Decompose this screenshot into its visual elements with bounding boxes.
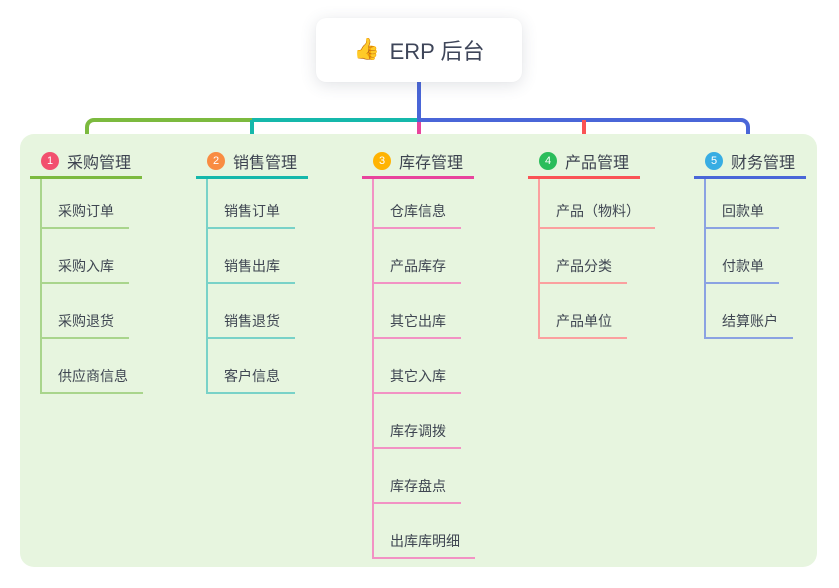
child-node-label: 产品单位 (556, 313, 612, 329)
child-node[interactable]: 产品分类 (538, 229, 627, 284)
branch-number-badge: 5 (705, 151, 723, 170)
child-node-label: 销售退货 (224, 313, 280, 329)
child-node[interactable]: 库存调拨 (372, 394, 461, 449)
branch-header[interactable]: 5 财务管理 (694, 151, 806, 179)
child-node-label: 其它入库 (390, 368, 446, 384)
child-node[interactable]: 采购订单 (40, 179, 129, 229)
child-node-label: 其它出库 (390, 313, 446, 329)
branch-label: 财务管理 (731, 154, 796, 172)
branch-number-badge: 1 (41, 151, 59, 170)
branch-number-badge: 3 (373, 151, 391, 170)
branch-header[interactable]: 2 销售管理 (196, 151, 308, 179)
child-node-label: 销售订单 (224, 203, 280, 219)
branch-header[interactable]: 3 库存管理 (362, 151, 474, 179)
branch-label: 产品管理 (565, 154, 630, 172)
child-node[interactable]: 采购退货 (40, 284, 129, 339)
root-connector (417, 82, 421, 122)
child-node[interactable]: 采购入库 (40, 229, 129, 284)
child-node[interactable]: 回款单 (704, 179, 779, 229)
child-node-label: 仓库信息 (390, 203, 446, 219)
child-node-label: 回款单 (722, 203, 764, 219)
child-node-label: 采购入库 (58, 258, 114, 274)
child-node-label: 采购订单 (58, 203, 114, 219)
branch-column: 2 销售管理 销售订单销售出库销售退货客户信息 (196, 151, 308, 394)
branch-children: 产品（物料） 产品分类产品单位 (538, 179, 655, 339)
child-node-label: 出库库明细 (390, 533, 460, 549)
child-node[interactable]: 销售退货 (206, 284, 295, 339)
child-node-label: 销售出库 (224, 258, 280, 274)
child-node[interactable]: 库存盘点 (372, 449, 461, 504)
child-node-label: 客户信息 (224, 368, 280, 384)
child-node-label: 付款单 (722, 258, 764, 274)
branch-header[interactable]: 4 产品管理 (528, 151, 640, 179)
child-node[interactable]: 供应商信息 (40, 339, 143, 394)
branch-children: 销售订单销售出库销售退货客户信息 (206, 179, 308, 394)
child-node-label: 产品（物料） (556, 203, 640, 219)
child-node[interactable]: 产品库存 (372, 229, 461, 284)
child-node-label: 库存调拨 (390, 423, 446, 439)
thumbs-up-icon: 👍 (353, 38, 380, 61)
child-node[interactable]: 其它出库 (372, 284, 461, 339)
branch-column: 4 产品管理 产品（物料） 产品分类产品单位 (528, 151, 655, 339)
child-node[interactable]: 销售出库 (206, 229, 295, 284)
branch-number-badge: 4 (539, 151, 557, 170)
child-node-label: 结算账户 (722, 313, 778, 329)
connector-drop-sales (250, 120, 254, 146)
child-node[interactable]: 产品（物料） (538, 179, 655, 229)
branch-label: 库存管理 (399, 154, 464, 172)
branch-label: 采购管理 (67, 154, 132, 172)
child-node[interactable]: 仓库信息 (372, 179, 461, 229)
mindmap-panel (20, 134, 817, 567)
child-node[interactable]: 客户信息 (206, 339, 295, 394)
child-node-label: 供应商信息 (58, 368, 128, 384)
child-node[interactable]: 结算账户 (704, 284, 793, 339)
branch-children: 回款单付款单结算账户 (704, 179, 806, 339)
root-title: ERP 后台 (389, 39, 485, 64)
branch-children: 采购订单采购入库采购退货供应商信息 (40, 179, 143, 394)
child-node-label: 库存盘点 (390, 478, 446, 494)
child-node[interactable]: 产品单位 (538, 284, 627, 339)
root-node[interactable]: 👍 ERP 后台 (316, 18, 522, 82)
branch-column: 5 财务管理 回款单付款单结算账户 (694, 151, 806, 339)
branch-children: 仓库信息产品库存其它出库其它入库库存调拨库存盘点出库库明细 (372, 179, 475, 559)
child-node[interactable]: 出库库明细 (372, 504, 475, 559)
child-node-label: 产品分类 (556, 258, 612, 274)
child-node[interactable]: 付款单 (704, 229, 779, 284)
branch-number-badge: 2 (207, 151, 225, 170)
child-node-label: 产品库存 (390, 258, 446, 274)
connector-drop-product (582, 120, 586, 146)
branch-column: 3 库存管理 仓库信息产品库存其它出库其它入库库存调拨库存盘点出库库明细 (362, 151, 475, 559)
child-node[interactable]: 其它入库 (372, 339, 461, 394)
branch-column: 1 采购管理 采购订单采购入库采购退货供应商信息 (30, 151, 143, 394)
child-node-label: 采购退货 (58, 313, 114, 329)
branch-header[interactable]: 1 采购管理 (30, 151, 142, 179)
branch-label: 销售管理 (233, 154, 298, 172)
connector-bus-sales (252, 118, 417, 122)
child-node[interactable]: 销售订单 (206, 179, 295, 229)
